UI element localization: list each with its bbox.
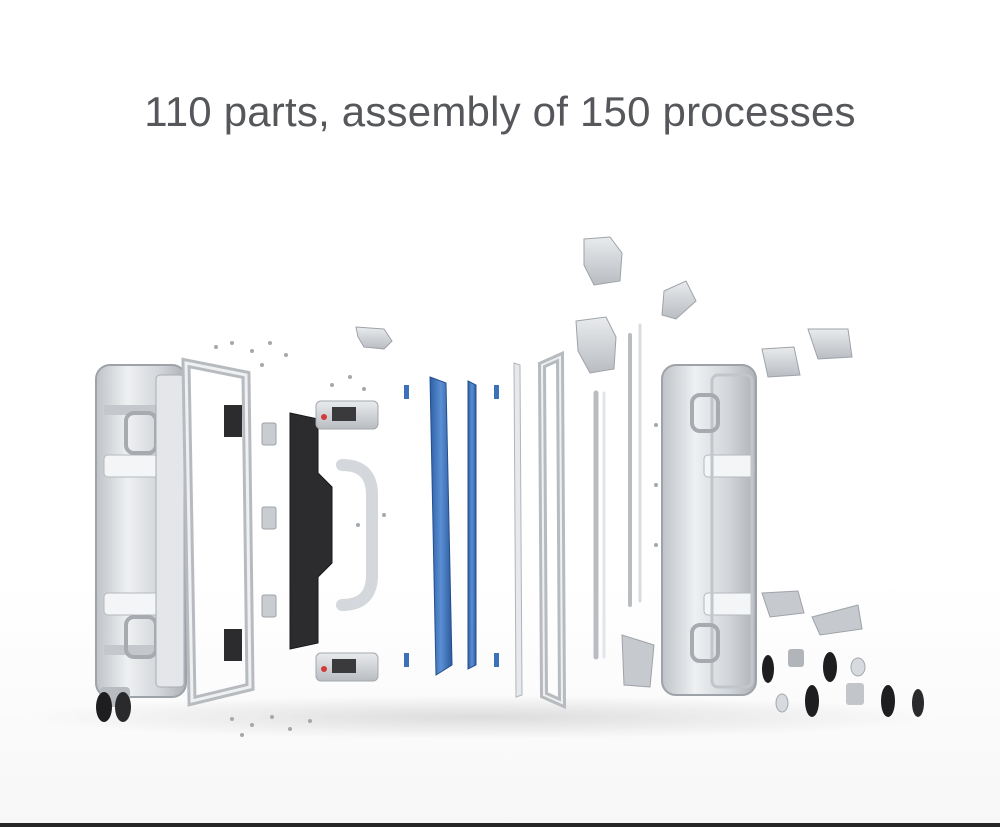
left-wheels xyxy=(96,687,131,722)
left-shell xyxy=(95,364,187,698)
right-shell xyxy=(661,364,757,696)
blue-clip xyxy=(494,385,499,399)
screws xyxy=(214,341,658,737)
blue-gasket-narrow xyxy=(467,380,477,670)
left-frame xyxy=(181,357,255,707)
exploded-suitcase-illustration xyxy=(20,236,940,739)
wheel-parts xyxy=(621,590,924,717)
blue-clip xyxy=(404,385,409,399)
blue-clip xyxy=(404,653,409,667)
carry-handle xyxy=(336,459,378,611)
telescoping-rails xyxy=(593,323,642,660)
divider-sheet xyxy=(513,362,523,698)
top-lock xyxy=(315,400,379,430)
upper-corner-brackets xyxy=(575,236,853,378)
blue-gasket-wide xyxy=(429,376,453,676)
bottom-lock xyxy=(315,652,379,682)
ground-shadow xyxy=(20,695,940,739)
blue-clip xyxy=(494,653,499,667)
right-frame xyxy=(537,350,567,710)
corner-bracket-small xyxy=(355,326,393,350)
hinge-brackets xyxy=(261,422,277,618)
headline: 110 parts, assembly of 150 processes xyxy=(144,88,856,135)
black-liner xyxy=(289,412,333,650)
bottom-divider xyxy=(0,823,1000,827)
